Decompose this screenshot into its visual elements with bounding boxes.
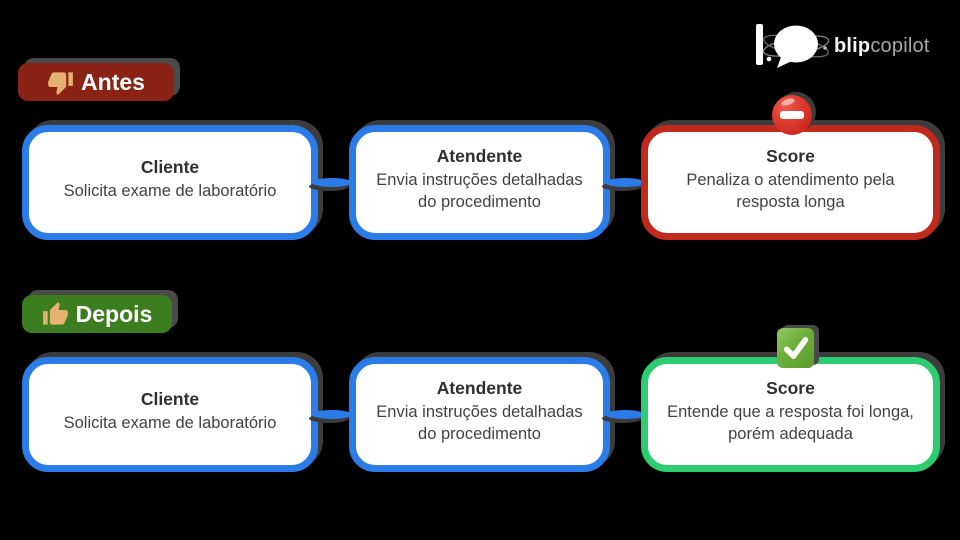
no-entry-icon [772,95,812,135]
checkmark-glyph [783,337,808,359]
box-atendente-depois: Atendente Envia instruções detalhadas do… [349,357,610,472]
connector [605,410,645,419]
thumbs-up-icon [42,301,68,325]
badge-antes-label: Antes [81,68,145,95]
thumbs-down-icon [48,71,73,95]
box-title: Score [766,378,815,399]
chat-bubble-sparkle-icon [756,24,830,68]
box-body: Envia instruções detalhadas do procedime… [376,171,583,211]
icon-highlight [780,96,796,108]
box-body: Solicita exame de laboratório [63,181,277,200]
box-cliente-depois: Cliente Solicita exame de laboratório [22,357,318,472]
box-body: Envia instruções detalhadas do procedime… [376,403,583,443]
badge-antes: Antes [18,63,174,101]
box-body: Entende que a resposta foi longa, porém … [667,403,914,443]
badge-depois: Depois [22,295,172,333]
box-atendente-antes: Atendente Envia instruções detalhadas do… [349,125,610,240]
connector [312,178,352,187]
box-cliente-antes: Cliente Solicita exame de laboratório [22,125,318,240]
brand-blip: blip [834,34,871,57]
box-title: Atendente [436,378,523,399]
box-score-depois: Score Entende que a resposta foi longa, … [641,357,940,472]
box-body: Penaliza o atendimento pela resposta lon… [686,171,895,211]
check-icon [777,328,814,368]
box-score-antes: Score Penaliza o atendimento pela respos… [641,125,940,240]
box-title: Cliente [140,156,200,177]
no-entry-bar [780,111,804,119]
connector [605,178,645,187]
logo-wordmark: blip copilot [834,35,930,58]
box-title: Cliente [140,388,200,409]
box-title: Score [766,146,815,167]
badge-depois-label: Depois [75,300,153,327]
brand-copilot: copilot [870,34,930,57]
blip-copilot-logo: blip copilot [750,18,930,74]
box-body: Solicita exame de laboratório [63,413,277,432]
connector [312,410,352,419]
box-title: Atendente [436,146,523,167]
